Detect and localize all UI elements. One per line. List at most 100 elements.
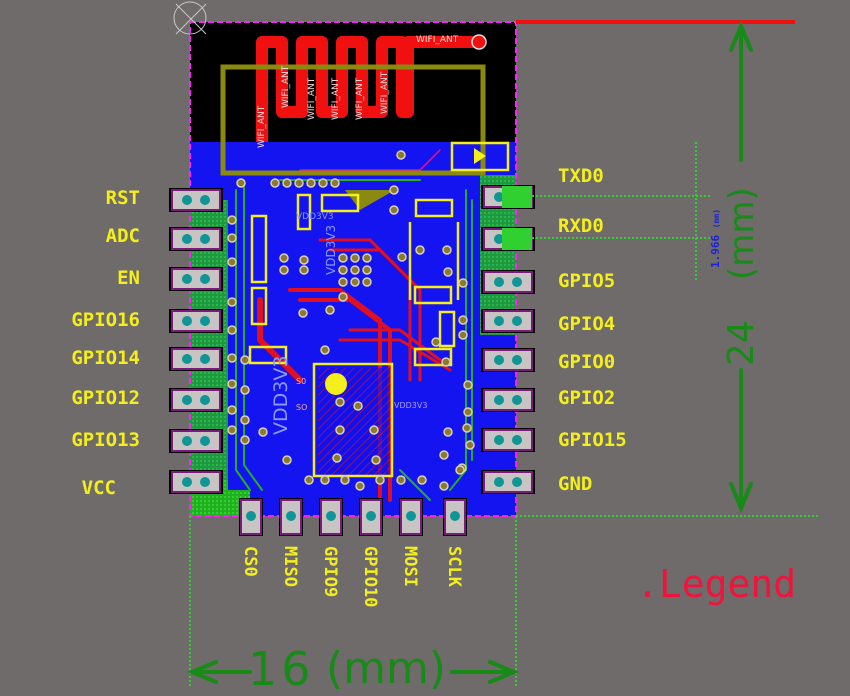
- via: [227, 325, 237, 335]
- via: [355, 481, 365, 491]
- via: [458, 330, 468, 340]
- via: [320, 475, 330, 485]
- via: [338, 277, 348, 287]
- via: [463, 407, 473, 417]
- pad-right-gnd: [481, 470, 535, 494]
- via: [282, 455, 292, 465]
- via: [389, 185, 399, 195]
- pad-right-gpio4: [481, 309, 535, 333]
- via: [455, 465, 465, 475]
- pin-label-gpio0: GPIO0: [558, 351, 616, 373]
- pin-label-vcc: VCC: [81, 477, 116, 499]
- via: [227, 215, 237, 225]
- via: [227, 257, 237, 267]
- pad-right-gpio0: [481, 348, 535, 372]
- via: [306, 178, 316, 188]
- pin-label-cs0: CS0: [240, 546, 260, 577]
- via: [441, 357, 451, 367]
- via: [325, 305, 335, 315]
- pin-label-gpio15: GPIO15: [558, 429, 627, 451]
- height-dimension-unit: (mm): [722, 187, 762, 280]
- pads: [169, 185, 535, 536]
- pin-label-miso: MISO: [280, 546, 300, 587]
- via: [397, 252, 407, 262]
- rxd0-highlight: [502, 228, 532, 250]
- via: [332, 453, 342, 463]
- via: [236, 178, 246, 188]
- via: [298, 308, 308, 318]
- via: [304, 475, 314, 485]
- pad-left-adc: [169, 227, 223, 251]
- via: [279, 253, 289, 263]
- via: [417, 475, 427, 485]
- via: [338, 292, 348, 302]
- via: [350, 265, 360, 275]
- via: [463, 380, 473, 390]
- via: [431, 337, 441, 347]
- width-dimension-unit: (mm): [326, 643, 447, 694]
- via: [362, 265, 372, 275]
- antenna-trace-label: WIFI_ANT: [355, 77, 365, 120]
- pin-label-mosi: MOSI: [400, 546, 420, 587]
- antenna-trace-label: WIFI_ANT: [307, 77, 317, 120]
- pad-bottom-gpio9: [319, 498, 343, 536]
- via: [350, 277, 360, 287]
- pad-left-gpio16: [169, 309, 223, 333]
- pin-label-txd0: TXD0: [558, 165, 604, 187]
- pin-label-gnd: GND: [558, 473, 593, 495]
- via: [353, 401, 363, 411]
- via: [335, 425, 345, 435]
- pad-bottom-miso: [279, 498, 303, 536]
- via: [338, 265, 348, 275]
- via: [369, 425, 379, 435]
- pin-label-gpio2: GPIO2: [558, 387, 616, 409]
- via: [362, 253, 372, 263]
- antenna-feed: [471, 34, 487, 50]
- via: [240, 415, 250, 425]
- pin-label-adc: ADC: [105, 225, 140, 247]
- antenna-trace: [256, 36, 480, 142]
- pin-label-gpio4: GPIO4: [558, 313, 616, 335]
- pitch-dimension-value: 1.966 (mm): [709, 209, 722, 268]
- antenna-trace-label: WIFI_ANT: [380, 71, 390, 114]
- via: [458, 278, 468, 288]
- via: [299, 265, 309, 275]
- width-dimension: [186, 516, 520, 688]
- via: [318, 178, 328, 188]
- via: [462, 423, 472, 433]
- vias: [227, 150, 475, 491]
- pin-label-gpio14: GPIO14: [71, 347, 140, 369]
- pin-label-gpio5: GPIO5: [558, 270, 616, 292]
- pad-left-vcc: [169, 470, 223, 494]
- via: [362, 277, 372, 287]
- board-edge: [189, 21, 517, 517]
- vdd3v3-label-main: VDD3V3: [270, 355, 292, 435]
- via: [439, 450, 449, 460]
- vdd3v3-label-side: VDD3V3: [324, 224, 338, 275]
- via: [371, 455, 381, 465]
- via: [375, 475, 385, 485]
- polarity-marker: [474, 148, 486, 164]
- txd0-highlight: [502, 186, 532, 208]
- pin-label-sclk: SCLK: [444, 546, 464, 587]
- pad-right-gpio15: [481, 428, 535, 452]
- via: [240, 435, 250, 445]
- via: [465, 440, 475, 450]
- pin-label-gpio10: GPIO10: [360, 546, 380, 608]
- via: [389, 205, 399, 215]
- antenna-trace-label: WIFI_ANT: [331, 77, 341, 120]
- pad-left-gpio12: [169, 388, 223, 412]
- via: [294, 178, 304, 188]
- pin-label-gpio9: GPIO9: [320, 546, 340, 598]
- height-dimension: [729, 20, 753, 514]
- pad-left-rst: [169, 188, 223, 212]
- s0-label: S0: [296, 377, 307, 386]
- vdd3v3-label-right: VDD3V3: [394, 401, 428, 410]
- legend-layer-label: .Legend: [636, 562, 797, 606]
- via: [335, 397, 345, 407]
- pad-bottom-gpio10: [359, 498, 383, 536]
- so-label: SO: [296, 403, 308, 412]
- pin-label-gpio12: GPIO12: [71, 387, 140, 409]
